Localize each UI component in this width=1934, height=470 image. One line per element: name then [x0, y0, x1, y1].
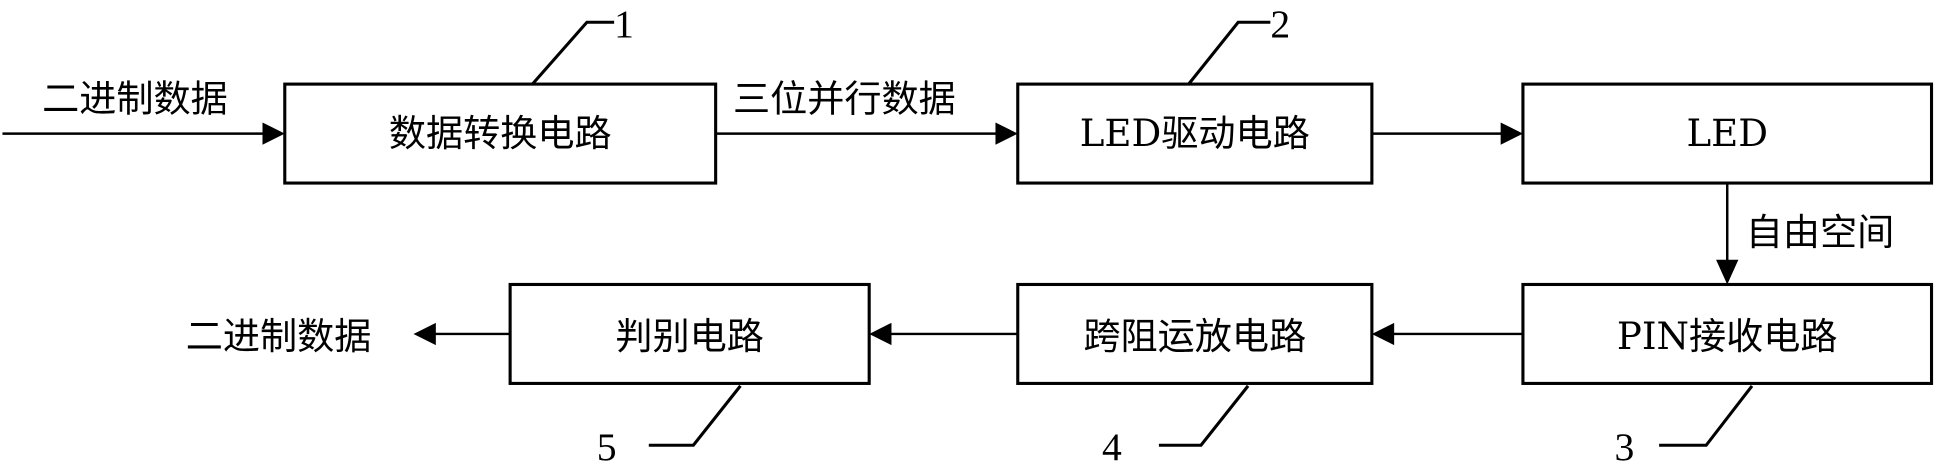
block-transimpedance-amp: 跨阻运放电路: [1016, 282, 1374, 385]
block-led-label: LED: [1686, 112, 1768, 155]
reference-number-3: 3: [1615, 425, 1635, 469]
output-arrow: [413, 322, 511, 346]
pin-to-tia-arrow: [1371, 322, 1523, 346]
block-decision-label: 判别电路: [615, 315, 764, 358]
reference-number-1: 1: [614, 2, 634, 46]
output-label: 二进制数据: [186, 315, 372, 358]
block-transimpedance-amp-label: 跨阻运放电路: [1083, 315, 1306, 358]
parallel-data-arrow: [715, 122, 1018, 145]
free-space-label: 自由空间: [1746, 211, 1895, 254]
free-space-arrow: [1716, 183, 1739, 285]
block-pin-receiver-label: PIN接收电路: [1617, 315, 1838, 358]
block-data-conversion-label: 数据转换电路: [389, 112, 612, 155]
reference-3: 3: [1615, 384, 1754, 469]
block-led: LED: [1521, 82, 1934, 185]
block-pin-receiver: PIN接收电路: [1521, 282, 1934, 385]
reference-5: 5: [597, 384, 742, 469]
reference-number-2: 2: [1270, 2, 1290, 46]
block-led-driver: LED驱动电路: [1016, 82, 1374, 185]
input-arrow: [2, 122, 285, 145]
reference-1: 1: [531, 2, 634, 86]
driver-to-led-arrow: [1371, 122, 1523, 145]
block-decision: 判别电路: [508, 282, 871, 385]
reference-number-5: 5: [597, 425, 617, 469]
tia-to-decision-arrow: [869, 322, 1018, 346]
block-data-conversion: 数据转换电路: [283, 82, 718, 185]
parallel-data-label: 三位并行数据: [733, 77, 956, 120]
reference-4: 4: [1102, 384, 1250, 469]
reference-number-4: 4: [1102, 425, 1122, 469]
input-label: 二进制数据: [42, 77, 228, 120]
block-led-driver-label: LED驱动电路: [1080, 112, 1310, 155]
reference-2: 2: [1187, 2, 1290, 86]
